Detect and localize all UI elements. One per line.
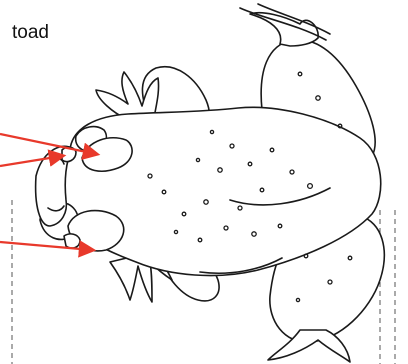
lower-eye [64,234,80,248]
upper-hind-foot [250,13,318,46]
lower-hind-foot [268,330,350,362]
